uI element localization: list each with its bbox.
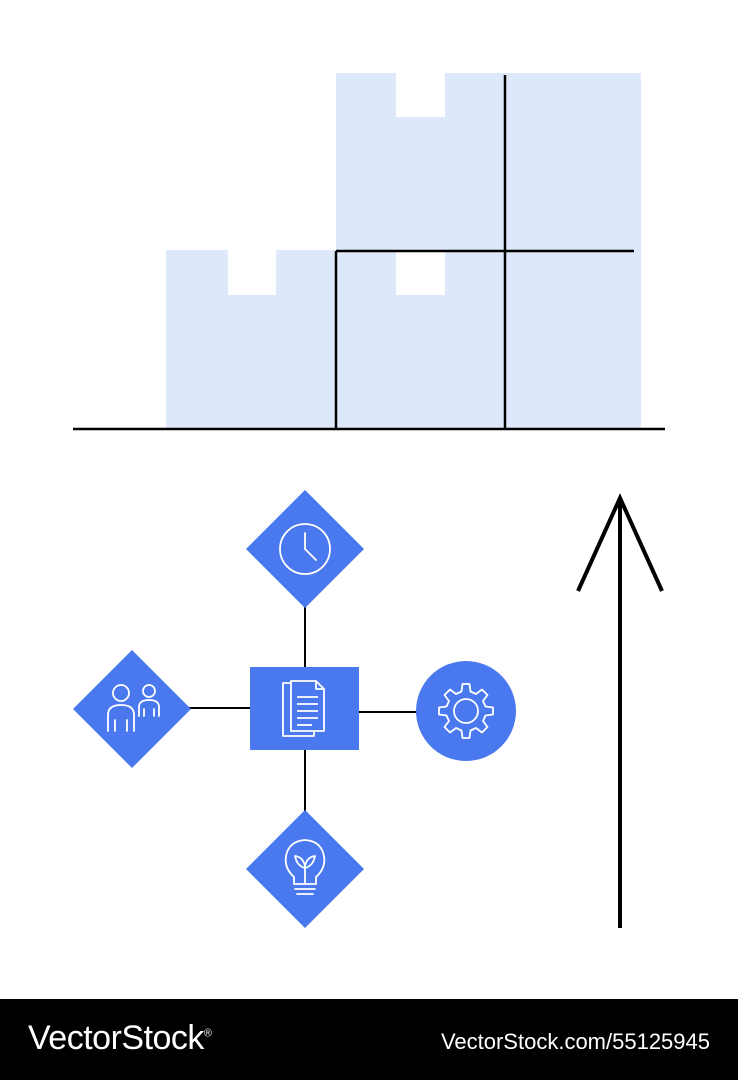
brand-logo: VectorStock®	[28, 1019, 212, 1058]
brand-name: VectorStock	[28, 1019, 204, 1057]
watermark-footer: VectorStock® VectorStock.com/55125945	[0, 999, 738, 1080]
registered-mark: ®	[203, 1027, 212, 1040]
lightbulb-icon	[284, 839, 326, 895]
center-node	[250, 667, 359, 750]
people-icon	[107, 684, 160, 732]
box-bottom-right	[505, 250, 641, 429]
up-arrow	[576, 493, 664, 928]
box-top-middle	[336, 73, 505, 250]
box-top-right	[505, 73, 641, 250]
lightbulb-node	[246, 810, 364, 928]
document-icon	[282, 680, 325, 737]
illustration	[73, 73, 665, 928]
stacked-boxes	[73, 73, 665, 431]
network-diagram	[73, 490, 516, 928]
box-bottom-left	[166, 250, 336, 429]
gear-icon	[438, 683, 494, 739]
clock-icon	[279, 523, 331, 575]
gear-node	[416, 661, 516, 761]
people-node	[73, 650, 191, 768]
clock-node	[246, 490, 364, 608]
box-bottom-middle	[336, 250, 505, 429]
image-url: VectorStock.com/55125945	[440, 1029, 710, 1054]
